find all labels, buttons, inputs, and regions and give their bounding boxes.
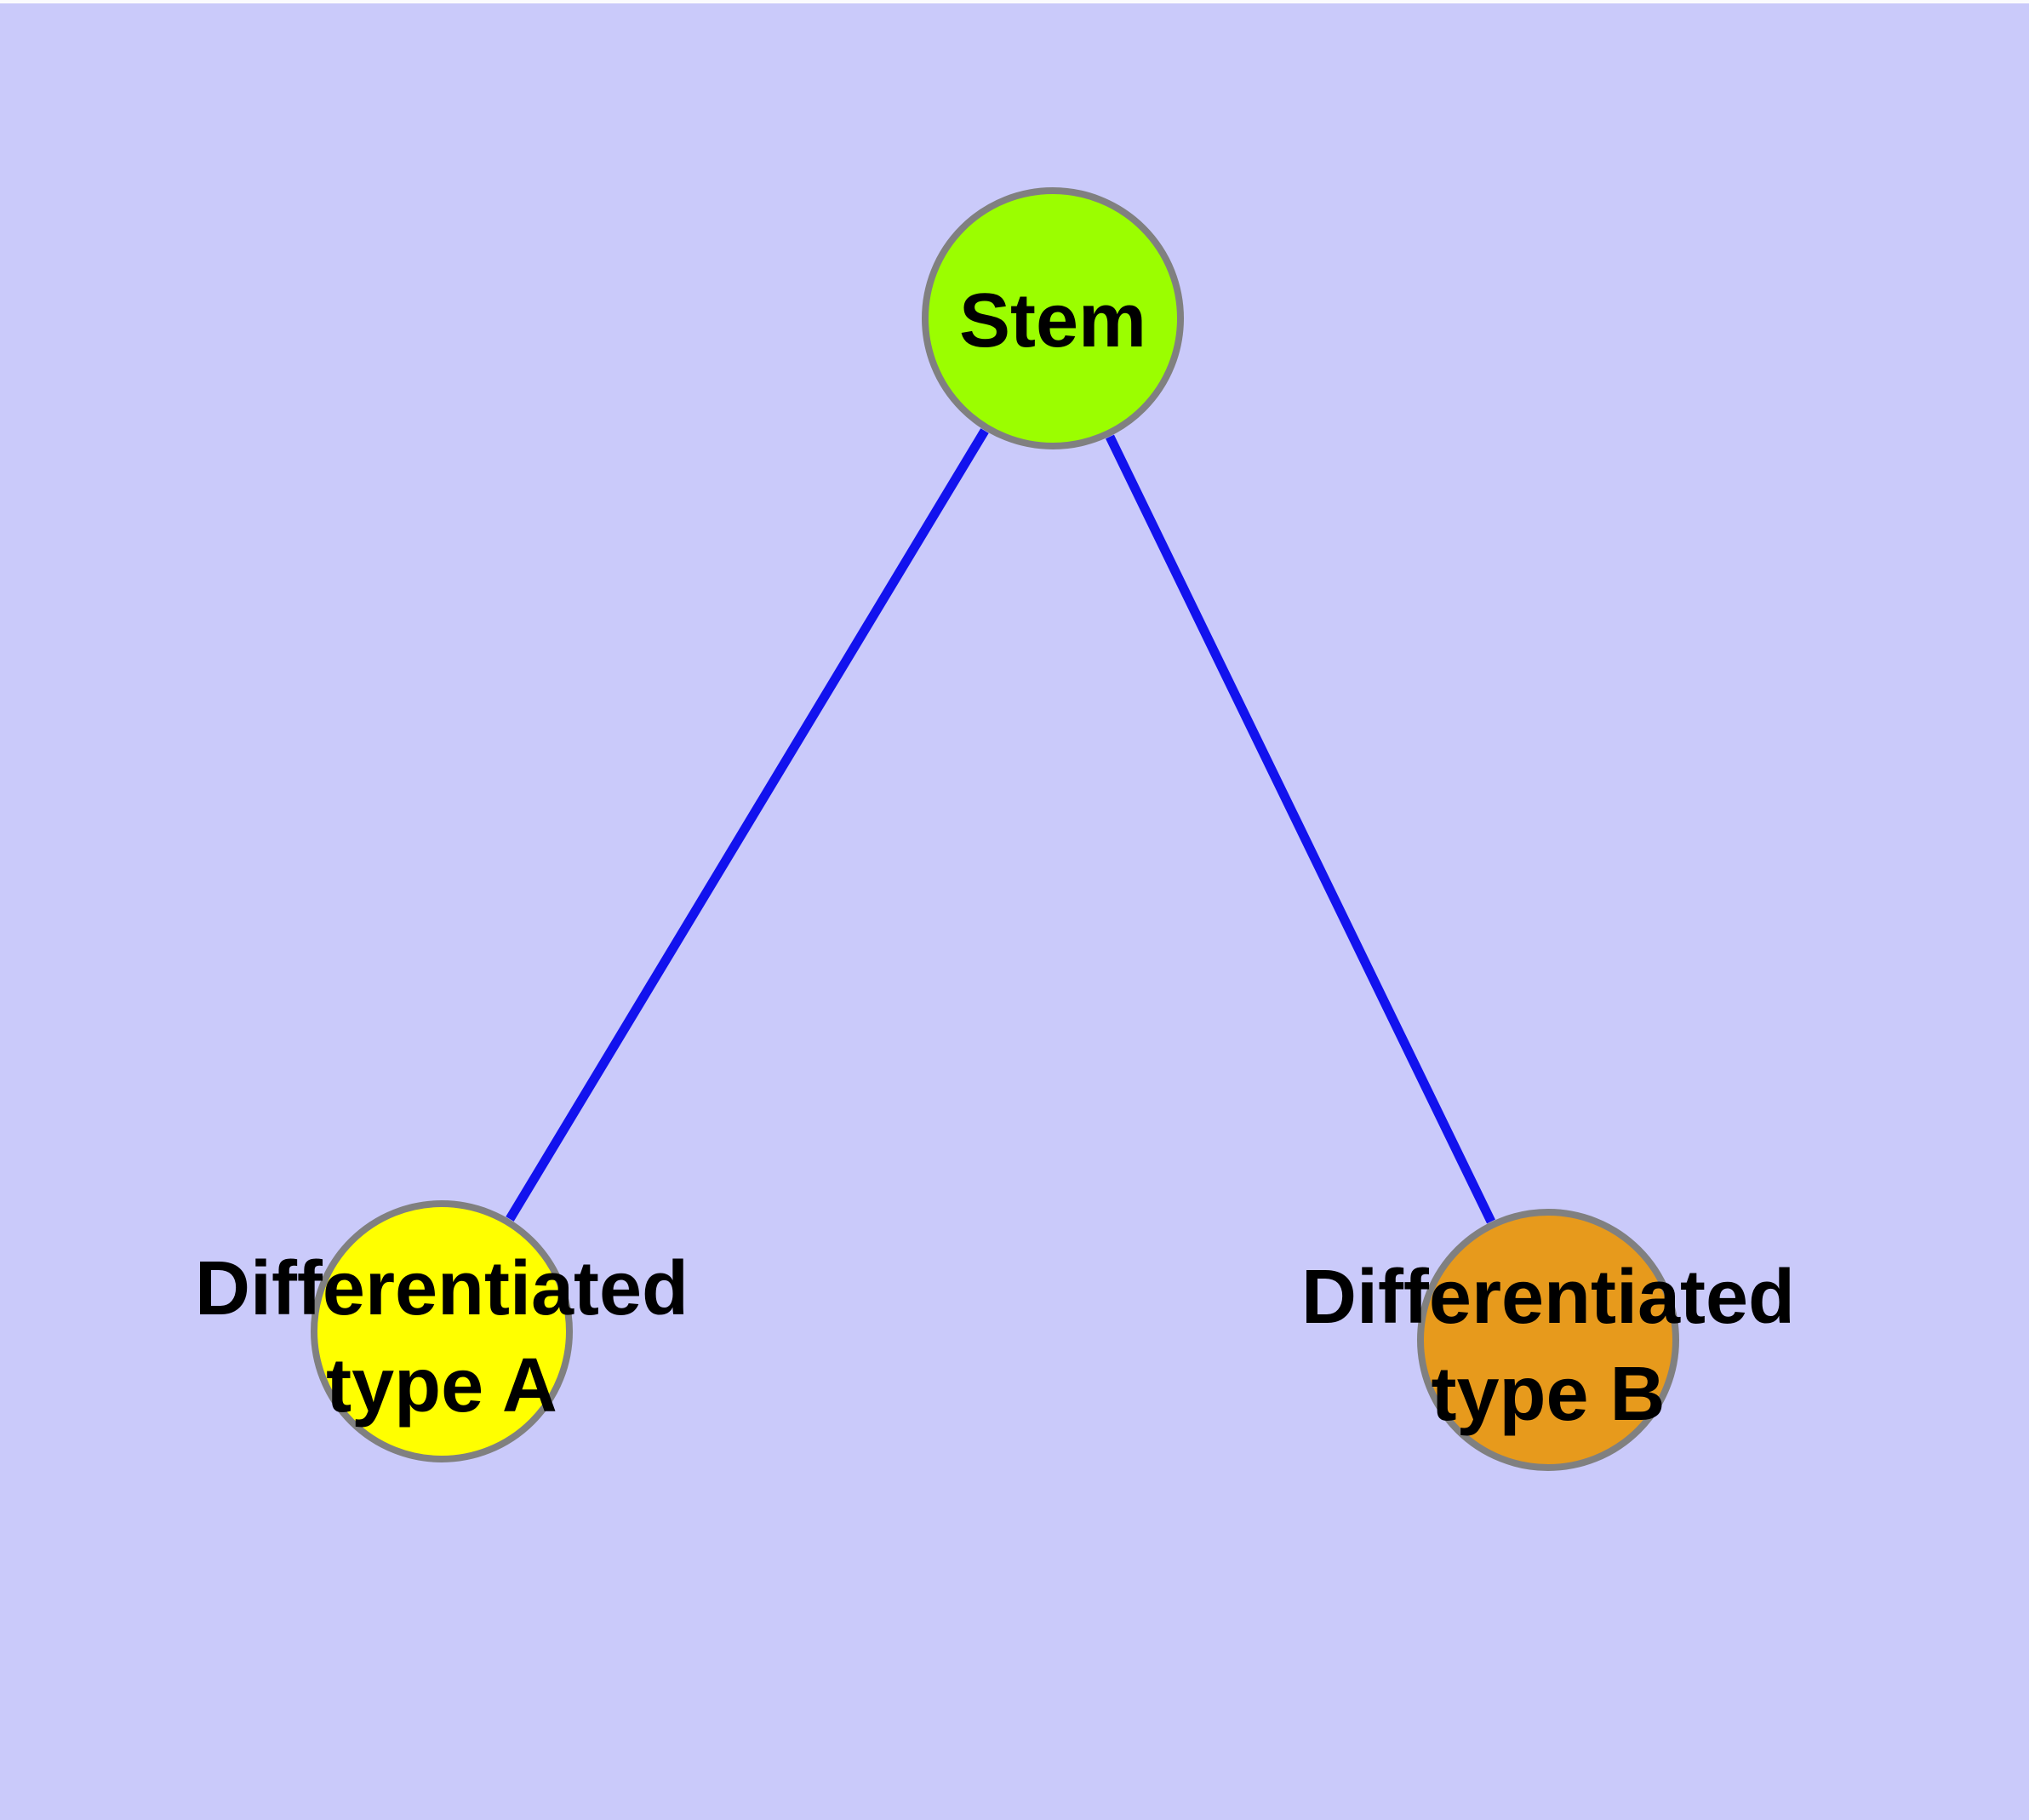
node-stem-label: Stem xyxy=(959,278,1146,363)
node-type-b-label-line-1: Differentiated xyxy=(1301,1255,1795,1340)
top-edge-strip xyxy=(0,0,2029,3)
node-type-a-circle xyxy=(311,1200,573,1462)
node-type-a-label-line-1: Differentiated xyxy=(195,1246,689,1331)
edge-stem-to-type-a xyxy=(506,428,989,1222)
node-type-a-label-line-2: type A xyxy=(326,1343,557,1428)
node-differentiated-type-a: Differentiated type A xyxy=(195,1200,689,1462)
node-type-b-label-line-2: type B xyxy=(1431,1352,1665,1437)
node-stem-circle xyxy=(922,187,1184,449)
edge-stem-to-type-b xyxy=(1106,434,1495,1224)
node-differentiated-type-b: Differentiated type B xyxy=(1301,1209,1795,1471)
node-stem: Stem xyxy=(922,187,1184,449)
node-type-b-circle xyxy=(1417,1209,1679,1471)
